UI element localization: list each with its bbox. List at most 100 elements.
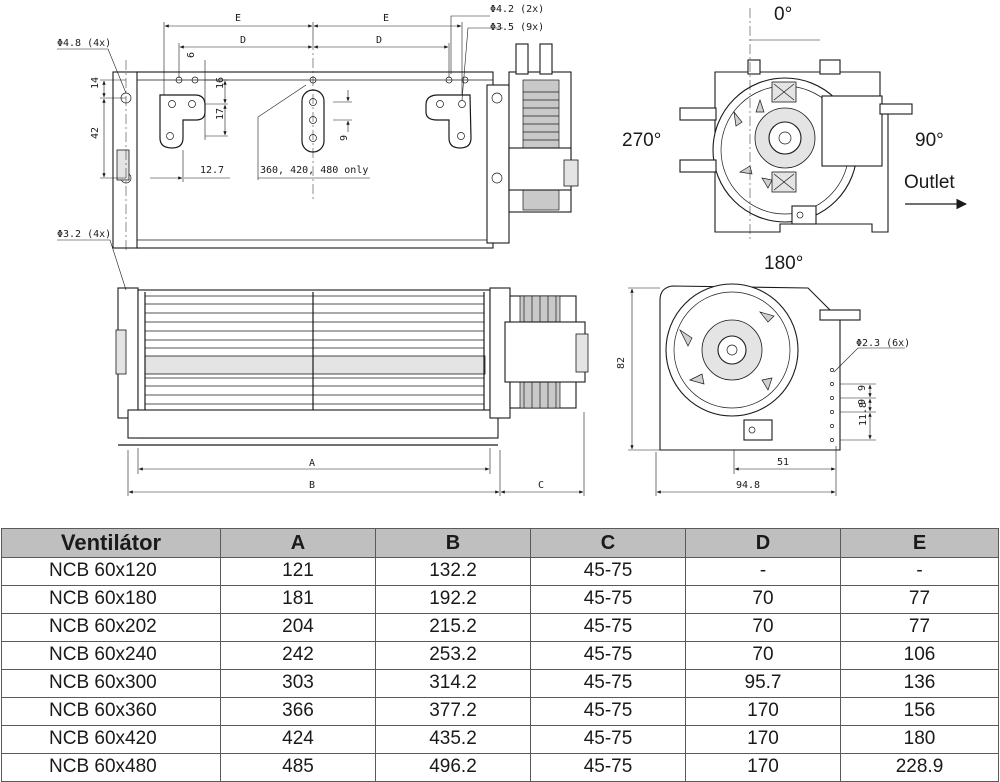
cell-b: 314.2 xyxy=(375,669,531,698)
dim-d-left-label: D xyxy=(240,35,246,46)
cell-a: 485 xyxy=(220,753,376,782)
cell-model: NCB 60x360 xyxy=(1,697,221,726)
cell-a: 424 xyxy=(220,725,376,754)
cell-a: 303 xyxy=(220,669,376,698)
cell-a: 366 xyxy=(220,697,376,726)
cell-e: 228.9 xyxy=(840,753,999,782)
cell-b: 435.2 xyxy=(375,725,531,754)
mount-hole xyxy=(491,92,503,104)
impeller-blade-marks xyxy=(733,98,773,189)
table-row: NCB 60x202 204 215.2 45-75 70 77 xyxy=(1,613,999,642)
dim-c-label: C xyxy=(538,480,544,491)
cell-c: 45-75 xyxy=(530,669,686,698)
cell-c: 45-75 xyxy=(530,613,686,642)
angle-0-label: 0° xyxy=(774,4,792,25)
table-row: NCB 60x300 303 314.2 45-75 95.7 136 xyxy=(1,669,999,698)
cell-a: 181 xyxy=(220,585,376,614)
dim-127-label: 12.7 xyxy=(200,165,224,176)
cell-d: 170 xyxy=(685,697,841,726)
cell-d: 95.7 xyxy=(685,669,841,698)
cell-c: 45-75 xyxy=(530,585,686,614)
technical-drawing: E E D D Φ4.8 (4x) Φ4.2 (2x) Φ3.5 (9x) 14… xyxy=(57,4,968,496)
dim-9-label: 9 xyxy=(339,135,350,141)
cell-a: 204 xyxy=(220,613,376,642)
header-d: D xyxy=(685,528,841,558)
hole-48-label: Φ4.8 (4x) xyxy=(57,38,111,49)
side-view: 0° 90° 180° 270° Outlet xyxy=(622,4,968,274)
cell-model: NCB 60x180 xyxy=(1,585,221,614)
cell-model: NCB 60x120 xyxy=(1,557,221,586)
cell-b: 496.2 xyxy=(375,753,531,782)
hole-32-label: Φ3.2 (4x) xyxy=(57,229,111,240)
right-bracket xyxy=(486,84,510,244)
cell-e: 77 xyxy=(840,585,999,614)
motor-side xyxy=(821,95,883,167)
front-view: Φ3.2 (4x) A B C xyxy=(57,229,589,496)
dim-17-label: 17 xyxy=(215,108,226,120)
slot-right xyxy=(425,94,472,149)
cell-e: 180 xyxy=(840,725,999,754)
outlet-label: Outlet xyxy=(904,172,955,193)
slot-left xyxy=(159,94,206,149)
cell-e: 106 xyxy=(840,641,999,670)
table-row: NCB 60x360 366 377.2 45-75 170 156 xyxy=(1,697,999,726)
dim-d-right-label: D xyxy=(376,35,382,46)
cell-model: NCB 60x240 xyxy=(1,641,221,670)
spec-table: Ventilátor A B C D E NCB 60x120 121 132.… xyxy=(1,528,999,782)
cell-e: 77 xyxy=(840,613,999,642)
dim-42-label: 42 xyxy=(90,127,101,139)
housing-body xyxy=(136,71,494,249)
dim-9b-label: 9 xyxy=(857,399,868,405)
dim-14-label: 14 xyxy=(90,77,101,89)
cell-b: 215.2 xyxy=(375,613,531,642)
top-view: E E D D Φ4.8 (4x) Φ4.2 (2x) Φ3.5 (9x) 14… xyxy=(57,4,579,250)
cell-a: 242 xyxy=(220,641,376,670)
table-header-row: Ventilátor A B C D E xyxy=(1,528,999,558)
cell-c: 45-75 xyxy=(530,753,686,782)
cell-c: 45-75 xyxy=(530,697,686,726)
header-a: A xyxy=(220,528,376,558)
end-view: 82 51 94.8 Φ2.3 (6x) 9 9 11.8 xyxy=(616,283,910,496)
impeller-blades xyxy=(145,295,484,405)
dim-6-label: 6 xyxy=(186,52,197,58)
cell-e: 136 xyxy=(840,669,999,698)
cell-b: 377.2 xyxy=(375,697,531,726)
cell-model: NCB 60x300 xyxy=(1,669,221,698)
cell-b: 253.2 xyxy=(375,641,531,670)
header-b: B xyxy=(375,528,531,558)
dim-51-label: 51 xyxy=(777,457,789,468)
cell-d: 170 xyxy=(685,753,841,782)
hole-42-label: Φ4.2 (2x) xyxy=(490,4,544,15)
mount-hole xyxy=(491,172,503,184)
angle-270-label: 270° xyxy=(622,130,661,151)
cell-e: 156 xyxy=(840,697,999,726)
cell-e: - xyxy=(840,557,999,586)
terminal xyxy=(539,43,553,75)
note-only-label: 360, 420, 480 only xyxy=(260,165,368,176)
cell-d: 70 xyxy=(685,613,841,642)
dim-a-label: A xyxy=(309,458,315,469)
cell-d: - xyxy=(685,557,841,586)
cell-model: NCB 60x420 xyxy=(1,725,221,754)
table-row: NCB 60x420 424 435.2 45-75 170 180 xyxy=(1,725,999,754)
cell-b: 192.2 xyxy=(375,585,531,614)
angle-90-label: 90° xyxy=(915,130,944,151)
cell-c: 45-75 xyxy=(530,725,686,754)
header-ventilator: Ventilátor xyxy=(1,528,221,558)
cell-c: 45-75 xyxy=(530,557,686,586)
dim-82-label: 82 xyxy=(616,357,627,369)
ground-terminal xyxy=(791,205,817,225)
dim-9a-label: 9 xyxy=(857,385,868,391)
cell-model: NCB 60x480 xyxy=(1,753,221,782)
table-row: NCB 60x480 485 496.2 45-75 170 228.9 xyxy=(1,753,999,782)
cell-model: NCB 60x202 xyxy=(1,613,221,642)
cell-d: 70 xyxy=(685,585,841,614)
cell-b: 132.2 xyxy=(375,557,531,586)
cell-c: 45-75 xyxy=(530,641,686,670)
hole-23-label: Φ2.3 (6x) xyxy=(856,338,910,349)
dim-e-left-label: E xyxy=(235,13,241,24)
table-row: NCB 60x240 242 253.2 45-75 70 106 xyxy=(1,641,999,670)
bracket-tab xyxy=(116,149,130,181)
cell-a: 121 xyxy=(220,557,376,586)
cell-d: 70 xyxy=(685,641,841,670)
